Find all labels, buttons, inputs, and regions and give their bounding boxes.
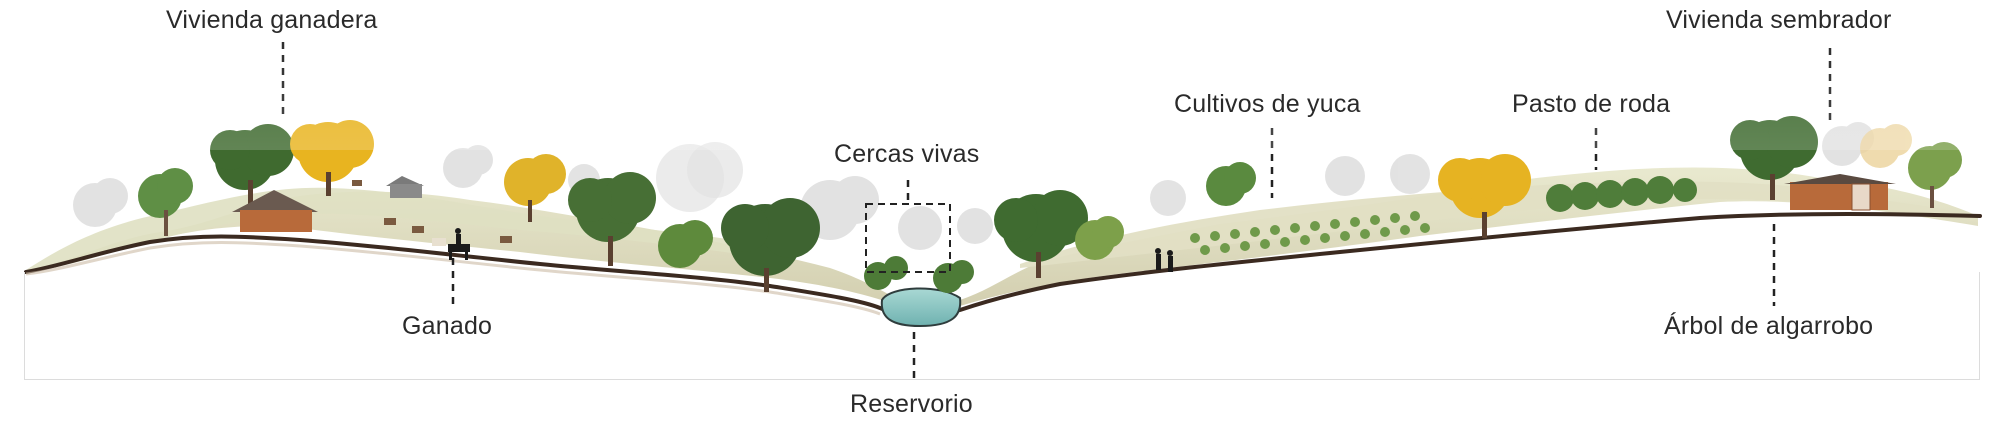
label-vivienda-sembrador: Vivienda sembrador xyxy=(1666,6,1892,34)
small-shed xyxy=(386,176,424,198)
section-frame xyxy=(24,272,1980,380)
vivienda-ganadera-house xyxy=(232,190,318,232)
horse-rider xyxy=(448,228,470,260)
label-cercas-vivas: Cercas vivas xyxy=(834,140,980,168)
cattle xyxy=(352,180,512,246)
label-ganado: Ganado xyxy=(402,312,493,340)
label-cultivos-yuca: Cultivos de yuca xyxy=(1174,90,1361,118)
farmers xyxy=(1155,248,1173,272)
terrain-upper-left xyxy=(26,187,780,272)
cercas-vivas-box xyxy=(865,203,951,273)
label-vivienda-ganadera: Vivienda ganadera xyxy=(166,6,378,34)
label-pasto-roda: Pasto de roda xyxy=(1512,90,1671,118)
pasto-grass xyxy=(1546,176,1697,212)
ground-underside xyxy=(25,241,881,316)
vivienda-sembrador-house xyxy=(1784,174,1896,211)
label-reservorio: Reservorio xyxy=(850,390,973,418)
label-arbol-algarrobo: Árbol de algarrobo xyxy=(1664,312,1874,340)
yuca-crops xyxy=(1190,211,1430,255)
reservoir-water xyxy=(880,287,962,328)
